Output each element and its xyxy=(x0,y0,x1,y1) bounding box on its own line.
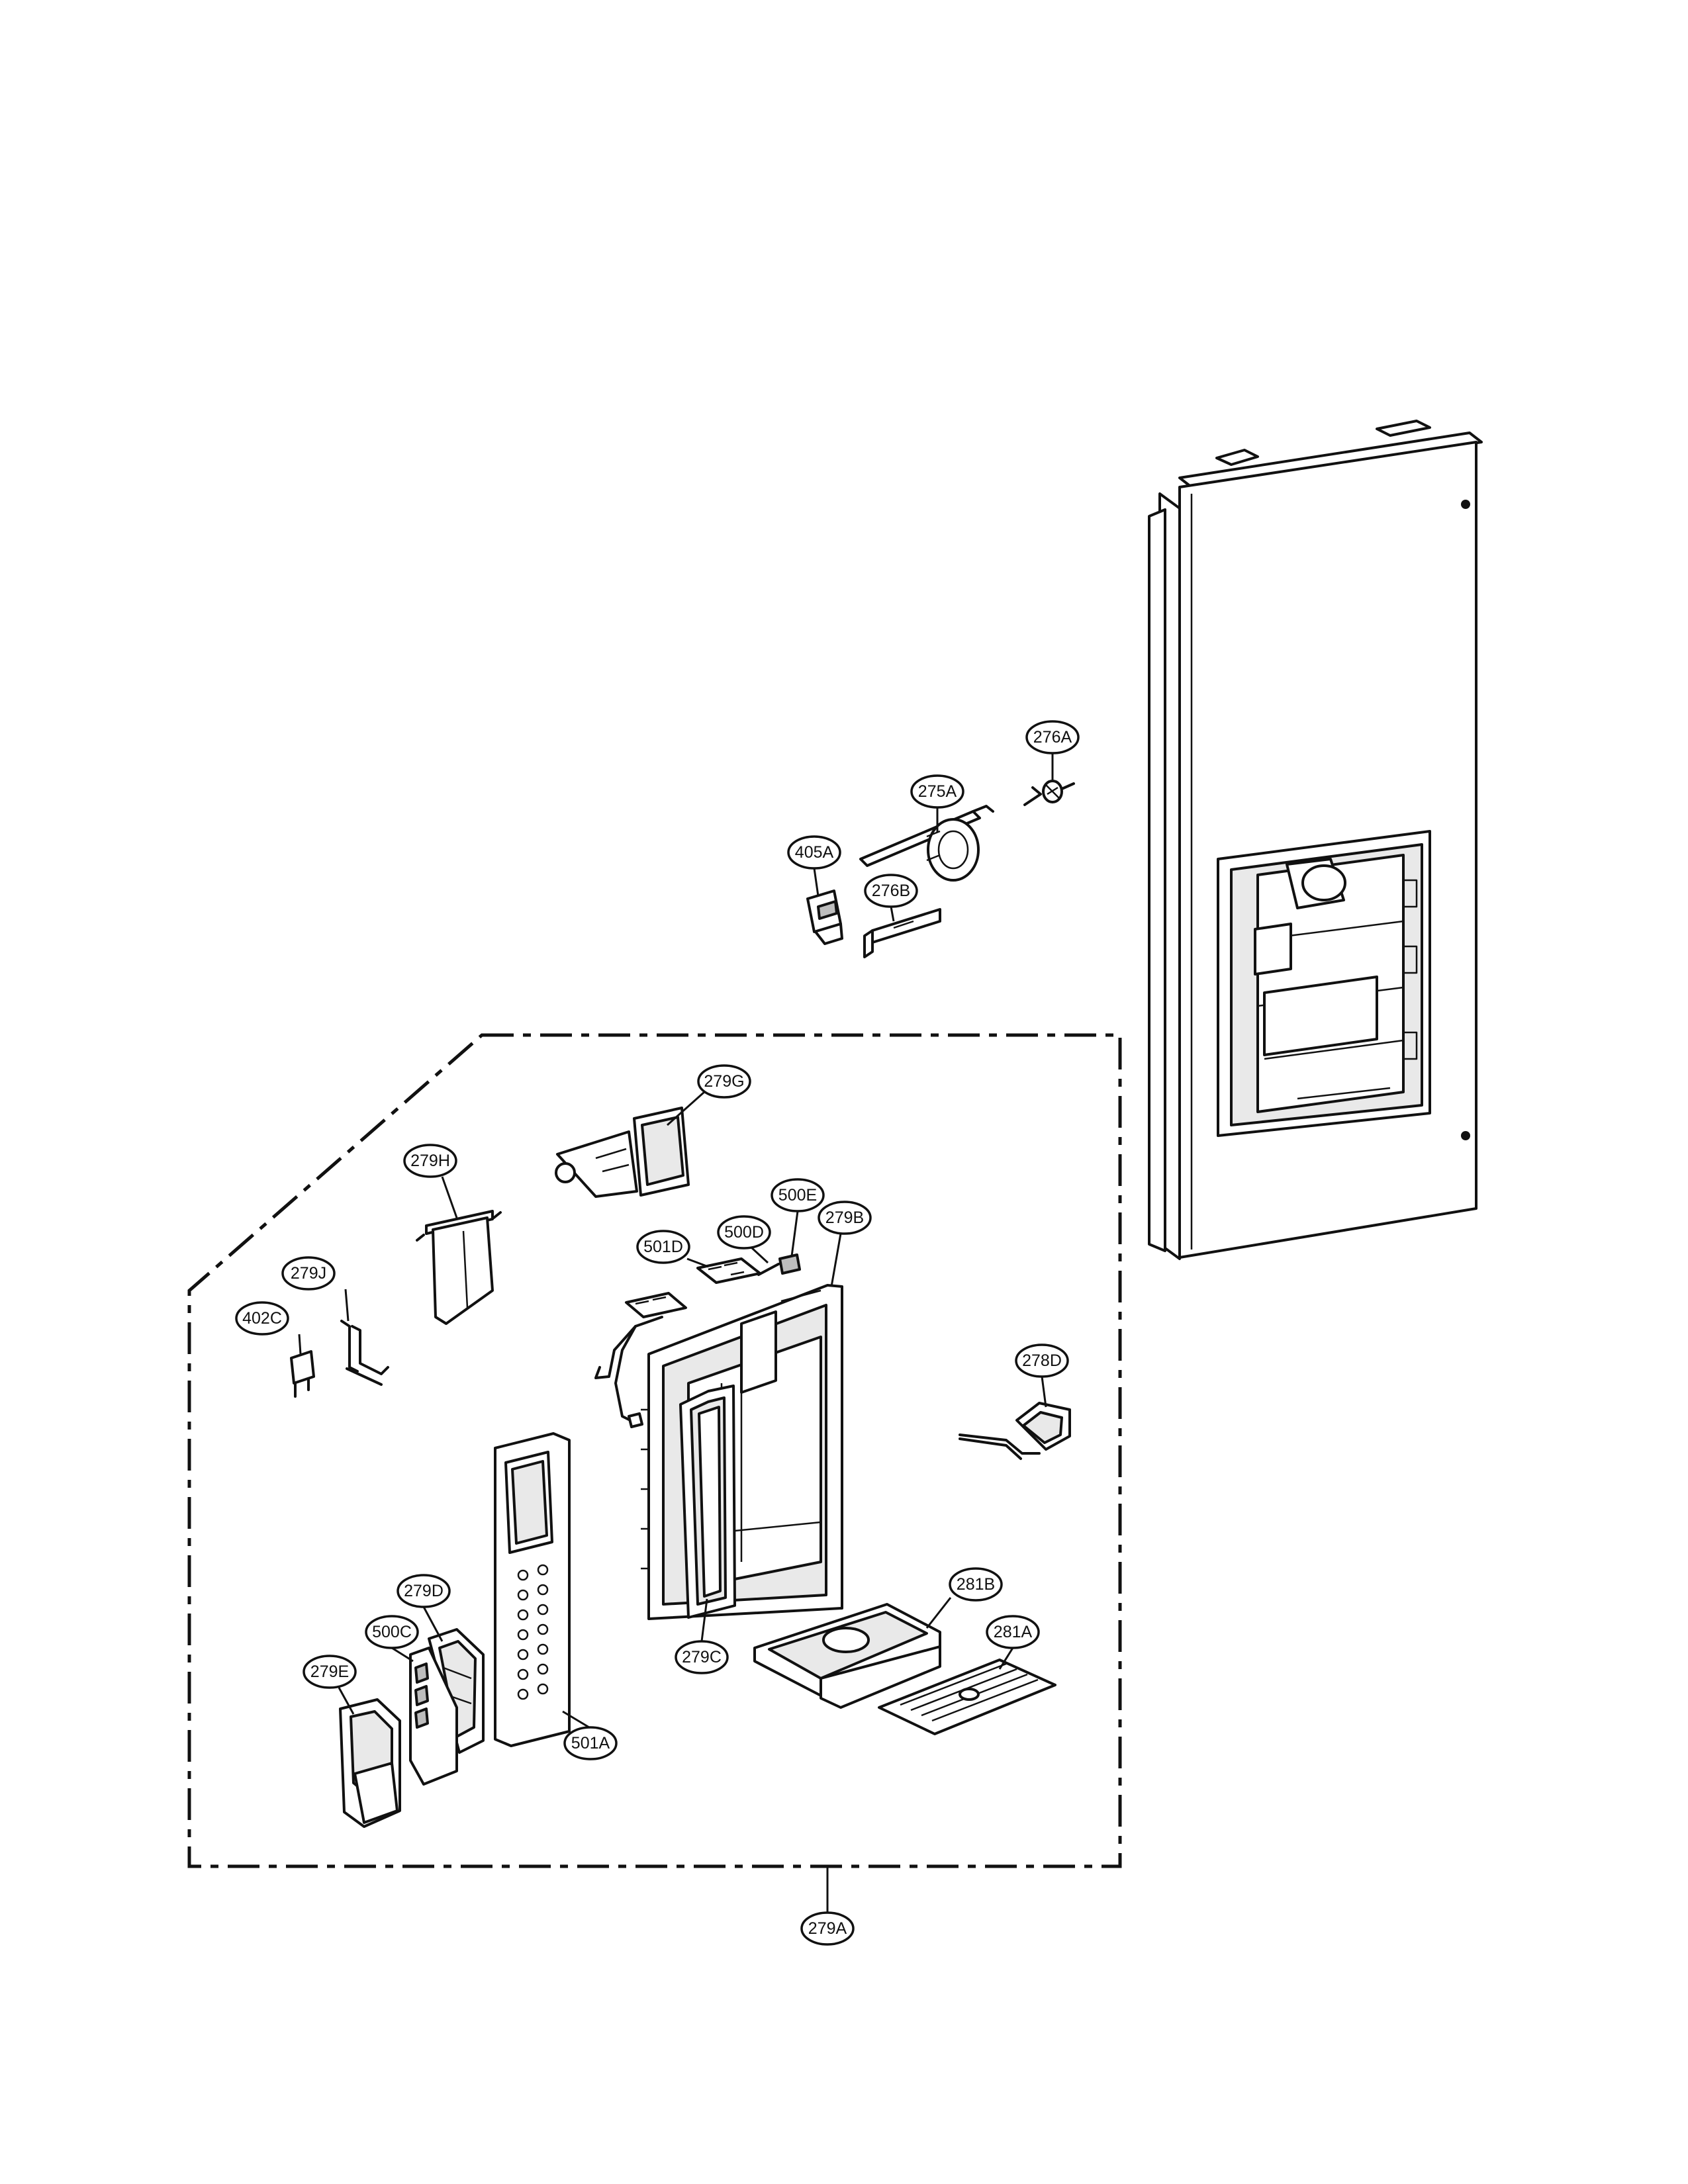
svg-text:501A: 501A xyxy=(571,1734,610,1752)
callout-501D: 501D xyxy=(636,1230,690,1264)
door-panel xyxy=(1148,420,1483,1260)
svg-text:281B: 281B xyxy=(957,1575,995,1594)
part-279E-cover xyxy=(339,1698,401,1828)
callout-402C: 402C xyxy=(235,1301,289,1336)
part-281B-tray xyxy=(753,1603,941,1709)
part-402C-switch xyxy=(290,1350,315,1398)
svg-text:279A: 279A xyxy=(808,1919,847,1938)
part-279B-frame xyxy=(641,1284,843,1620)
svg-text:279J: 279J xyxy=(291,1264,326,1283)
svg-text:500D: 500D xyxy=(724,1223,764,1242)
callout-279A: 279A xyxy=(800,1911,855,1946)
callout-275A: 275A xyxy=(910,774,964,809)
callout-501A: 501A xyxy=(563,1726,618,1760)
svg-text:276B: 276B xyxy=(872,882,910,900)
svg-text:275A: 275A xyxy=(918,782,957,801)
svg-text:279D: 279D xyxy=(404,1582,444,1600)
callout-281B: 281B xyxy=(949,1567,1003,1602)
part-278D-lever xyxy=(959,1402,1071,1460)
svg-text:279H: 279H xyxy=(410,1152,450,1170)
part-276B-plate xyxy=(863,908,941,958)
board-buttons xyxy=(517,1564,549,1700)
assembly-279A-boundary xyxy=(187,1033,1122,1868)
callout-500C: 500C xyxy=(365,1615,419,1649)
callout-500E: 500E xyxy=(771,1178,825,1212)
callout-276B: 276B xyxy=(864,874,918,908)
svg-text:500C: 500C xyxy=(372,1623,412,1641)
callout-278D: 278D xyxy=(1015,1343,1069,1378)
svg-text:405A: 405A xyxy=(795,843,834,862)
svg-text:402C: 402C xyxy=(242,1309,282,1328)
callout-500D: 500D xyxy=(717,1215,771,1250)
svg-text:279B: 279B xyxy=(825,1208,864,1227)
callout-279D: 279D xyxy=(397,1574,451,1608)
svg-text:279C: 279C xyxy=(682,1648,722,1666)
svg-text:281A: 281A xyxy=(994,1623,1033,1641)
svg-text:501D: 501D xyxy=(643,1238,683,1256)
part-405A-switch xyxy=(806,889,843,945)
part-275A-bracket xyxy=(859,805,994,882)
callout-279E: 279E xyxy=(303,1655,357,1689)
part-279H-flap xyxy=(416,1210,502,1325)
part-279G-motor-bracket xyxy=(555,1107,690,1198)
callout-281A: 281A xyxy=(986,1615,1040,1649)
part-501A-board xyxy=(494,1432,571,1747)
part-279J-lever xyxy=(340,1320,389,1386)
callout-276A: 276A xyxy=(1025,720,1080,754)
svg-text:276A: 276A xyxy=(1033,728,1072,747)
callout-279H: 279H xyxy=(403,1144,457,1178)
leader-lines xyxy=(298,753,1054,1913)
svg-text:279G: 279G xyxy=(704,1072,744,1091)
part-281A-grille xyxy=(878,1659,1056,1735)
svg-text:279E: 279E xyxy=(310,1662,349,1681)
part-500E-connector xyxy=(778,1253,801,1275)
svg-text:278D: 278D xyxy=(1022,1351,1062,1370)
callout-279B: 279B xyxy=(818,1201,872,1235)
callout-279J: 279J xyxy=(281,1256,336,1291)
part-279C-gasket xyxy=(679,1385,736,1619)
svg-text:500E: 500E xyxy=(778,1186,817,1205)
callout-279C: 279C xyxy=(675,1640,729,1674)
callout-279G: 279G xyxy=(697,1064,751,1099)
part-500C-board xyxy=(409,1647,458,1786)
part-276A-spring xyxy=(1023,780,1075,806)
part-501D-board xyxy=(594,1257,780,1428)
callout-405A: 405A xyxy=(787,835,841,870)
